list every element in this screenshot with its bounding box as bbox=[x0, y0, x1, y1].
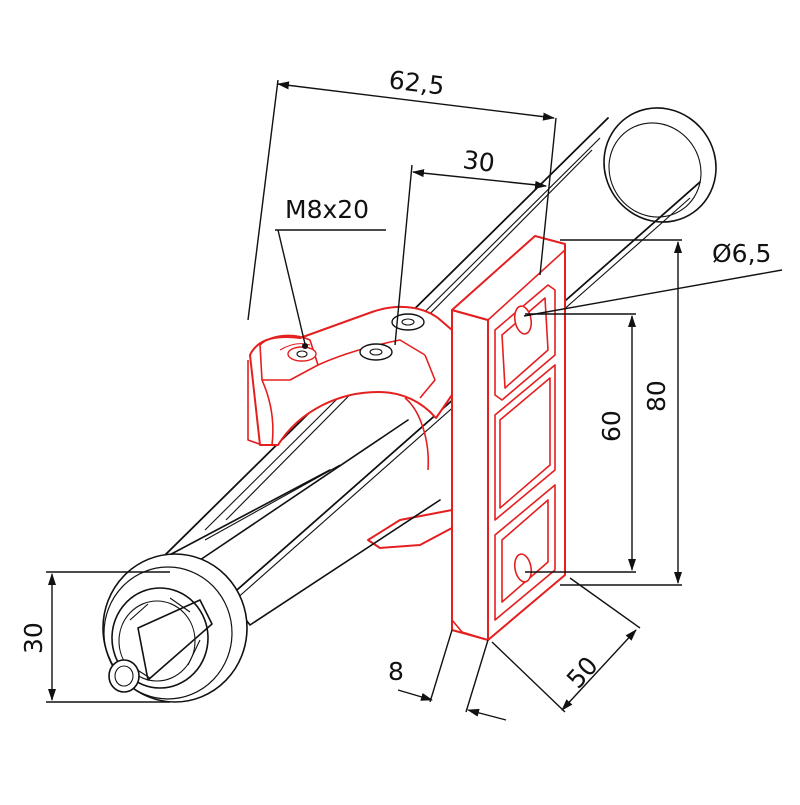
dimension-tube-diameter: 30 bbox=[19, 571, 170, 703]
label-plate-width: 50 bbox=[561, 651, 604, 694]
mounting-plate bbox=[451, 235, 566, 641]
label-hole-spacing: 60 bbox=[597, 410, 626, 442]
plate-hole-bottom bbox=[513, 553, 533, 583]
label-clamp-offset: 30 bbox=[461, 145, 496, 178]
plate-hole-top bbox=[513, 305, 533, 335]
label-screw: M8x20 bbox=[285, 195, 369, 224]
tube-end-cap bbox=[603, 107, 717, 223]
tube-shaft bbox=[108, 599, 213, 693]
dimension-plate-thickness: 8 bbox=[388, 629, 507, 721]
screw-head-1 bbox=[391, 313, 425, 331]
dimension-hole-diameter: Ø6,5 bbox=[523, 239, 783, 317]
label-hole-diameter: Ø6,5 bbox=[712, 239, 771, 268]
tube-near-end bbox=[102, 553, 248, 703]
dimension-overall-length: 62,5 bbox=[247, 65, 557, 321]
label-plate-thickness: 8 bbox=[388, 657, 404, 686]
label-overall-length: 62,5 bbox=[387, 65, 446, 101]
dimension-screw: M8x20 bbox=[275, 195, 386, 349]
label-plate-height: 80 bbox=[642, 380, 671, 412]
label-tube-diameter: 30 bbox=[19, 622, 48, 654]
screw-head-3 bbox=[287, 346, 317, 362]
dimension-clamp-offset: 30 bbox=[394, 145, 547, 346]
screw-head-2 bbox=[359, 343, 393, 361]
dimension-hole-spacing: 60 bbox=[525, 313, 636, 573]
tube-clamp bbox=[247, 305, 453, 549]
